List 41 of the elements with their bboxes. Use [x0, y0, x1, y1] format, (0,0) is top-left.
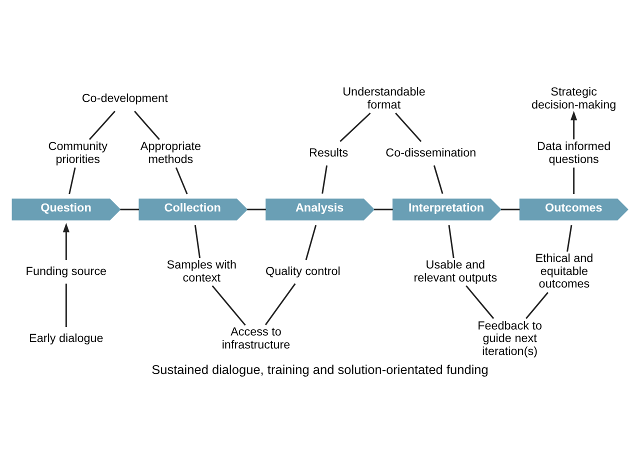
connector [120, 208, 139, 210]
node-text: Feedback to guide next iteration(s) [478, 318, 542, 358]
node-text: Understandable format [342, 85, 426, 112]
node-text: Appropriate methods [140, 140, 201, 166]
arrow [570, 110, 578, 139]
connector [194, 224, 201, 258]
node-text: Co-dissemination [386, 146, 476, 160]
connector [134, 110, 160, 140]
node-text: Early dialogue [29, 332, 104, 345]
connector [264, 282, 296, 325]
connector [212, 284, 246, 326]
connector [374, 208, 393, 210]
connector [500, 208, 520, 210]
node-text: Results [308, 146, 348, 160]
connector [433, 164, 444, 194]
node-text: Co-development [82, 92, 168, 105]
connector [88, 110, 116, 140]
connector [247, 208, 266, 210]
connector [340, 112, 371, 142]
connector [526, 292, 548, 318]
connector [175, 166, 188, 194]
node-text: Quality control [265, 264, 340, 278]
arrow [62, 222, 70, 260]
connector [68, 166, 76, 194]
node-text: Community priorities [48, 140, 108, 166]
connector [466, 284, 494, 318]
node-text: Ethical and equitable outcomes [535, 252, 594, 290]
connector [395, 112, 422, 142]
node-text: Strategic decision-making [531, 85, 616, 112]
node-text: Usable and relevant outputs [414, 258, 498, 284]
connector [573, 167, 575, 194]
node-text: Samples with context [166, 258, 236, 284]
node-text: Data informed questions [537, 140, 611, 166]
connector [65, 283, 67, 327]
caption: Sustained dialogue, training and solution-orientated funding [152, 361, 488, 376]
connector [566, 224, 572, 252]
connector [448, 224, 454, 258]
connector [322, 164, 328, 194]
connector [305, 224, 317, 260]
node-text: Funding source [26, 264, 107, 278]
node-text: Access to infrastructure [222, 325, 290, 351]
